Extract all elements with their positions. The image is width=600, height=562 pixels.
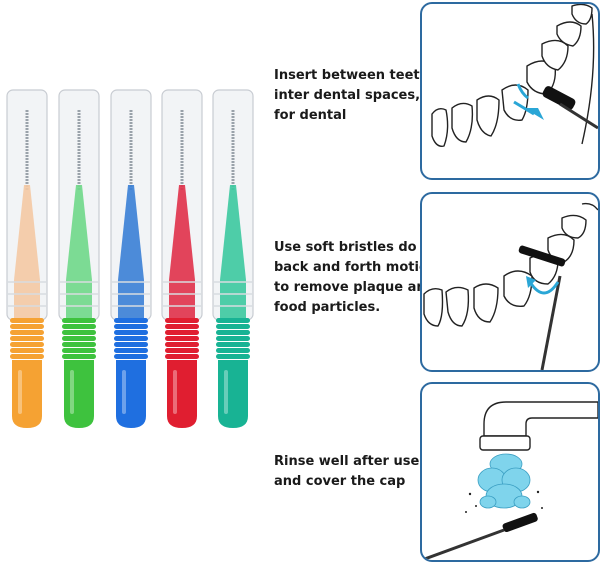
step-3-text: Rinse well after use, and cover the cap: [274, 452, 424, 492]
step-1-text: Insert between teeth inter dental spaces…: [274, 66, 429, 126]
faucet-rinse-illustration: [422, 401, 598, 560]
step-3-line-1: Rinse well after use,: [274, 454, 425, 469]
brush-orange: [6, 89, 48, 428]
step-2-line-1: Use soft bristles do: [274, 240, 417, 255]
step-2-text: Use soft bristles do back and forth moti…: [274, 238, 438, 318]
brush-blue: [110, 89, 152, 428]
brush-product-image: [0, 80, 260, 440]
step-2-panel: [420, 192, 600, 372]
brush-red: [161, 89, 203, 428]
step-2-line-3: to remove plaque and: [274, 280, 435, 295]
step-2-line-4: food particles.: [274, 300, 381, 315]
step-1-line-2: inter dental spaces,: [274, 88, 421, 103]
step-1-line-1: Insert between teeth: [274, 68, 429, 83]
brush-green: [58, 89, 100, 428]
step-1-panel: [420, 2, 600, 180]
step-2-line-2: back and forth motion: [274, 260, 438, 275]
step-3-panel: [420, 382, 600, 562]
brush-teal: [212, 89, 254, 428]
brushes-group: [6, 89, 254, 428]
step-1-line-3: for dental: [274, 108, 347, 123]
teeth-insert-illustration: [431, 4, 598, 147]
teeth-brushing-illustration: [423, 202, 598, 370]
step-3-line-2: and cover the cap: [274, 474, 406, 489]
